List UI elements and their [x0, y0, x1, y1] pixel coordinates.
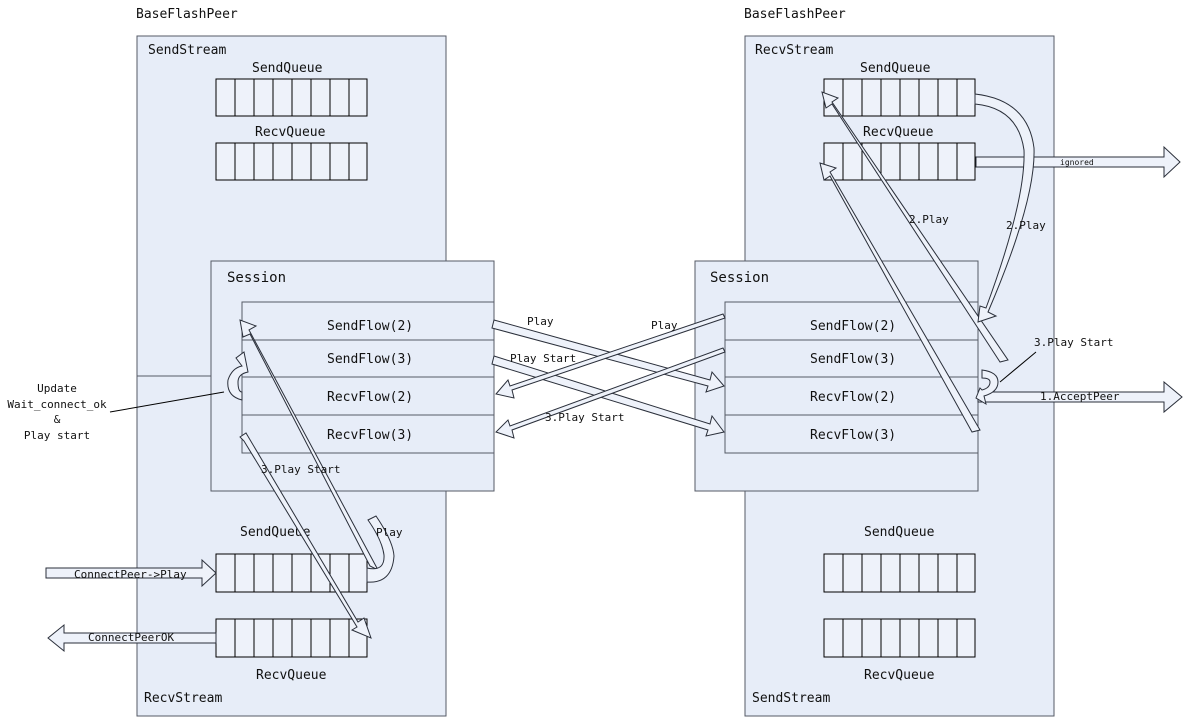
right-play-start-label: 3.Play Start	[1034, 336, 1113, 349]
left-top-stream-label: SendStream	[148, 43, 226, 58]
left-session-label: Session	[227, 270, 286, 286]
right-play-start-leader	[999, 351, 1037, 383]
right-flow-recvflow2: RecvFlow(2)	[810, 390, 896, 405]
left-top-recvqueue	[215, 142, 368, 181]
update-note-line3: &	[54, 413, 61, 426]
update-note-line1: Update	[37, 382, 77, 395]
right-flow-table	[724, 301, 979, 454]
right-play-label-2: 2.Play	[1006, 219, 1046, 232]
right-play-label-1: 2.Play	[909, 213, 949, 226]
left-play-curve	[366, 515, 395, 583]
left-top-sendqueue-label: SendQueue	[252, 61, 323, 76]
cross-play-label-2: Play	[651, 319, 678, 332]
left-flow-recvflow3: RecvFlow(3)	[327, 428, 413, 443]
right-bottom-recvqueue	[823, 618, 976, 658]
left-play-start-label: 3.Play Start	[261, 463, 340, 476]
right-bottom-recvqueue-label: RecvQueue	[864, 668, 935, 683]
connect-peer-play-arrow	[45, 558, 217, 588]
right-bottom-sendqueue	[823, 553, 976, 593]
left-peer-title: BaseFlashPeer	[136, 7, 238, 22]
left-top-recvqueue-label: RecvQueue	[255, 125, 326, 140]
accept-peer-label: 1.AcceptPeer	[1040, 390, 1120, 403]
cross-play-start-left-arrow	[495, 347, 726, 439]
right-top-sendqueue-label: SendQueue	[860, 61, 931, 76]
left-play-start-down-arrow	[239, 432, 372, 639]
right-top-recvqueue	[823, 142, 976, 181]
left-bottom-recvqueue	[215, 618, 368, 658]
right-flow-recvflow3: RecvFlow(3)	[810, 428, 896, 443]
right-bottom-stream-label: SendStream	[752, 691, 830, 706]
left-play-diagonal-arrow	[239, 319, 380, 572]
left-bottom-sendqueue-label: SendQueue	[240, 525, 311, 540]
cross-play-label-1: Play	[527, 315, 554, 328]
cross-play-left-arrow	[495, 313, 726, 399]
update-note-line2: Wait_connect_ok	[7, 398, 107, 411]
right-play-to-recvqueue-arrow	[819, 162, 981, 433]
right-flow-sendflow3: SendFlow(3)	[810, 352, 896, 367]
right-loop-arrow	[975, 369, 999, 406]
connect-peer-ok-label: ConnectPeerOK	[88, 631, 174, 644]
connect-peer-play-label: ConnectPeer->Play	[74, 568, 187, 581]
right-top-stream-label: RecvStream	[755, 43, 833, 58]
left-bottom-stream-label: RecvStream	[144, 691, 222, 706]
cross-play-start-label-2: 3.Play Start	[545, 411, 624, 424]
left-play-label: Play	[376, 526, 403, 539]
left-flow-sendflow3: SendFlow(3)	[327, 352, 413, 367]
left-flow-table	[241, 301, 495, 454]
right-bottom-sendqueue-label: SendQueue	[864, 525, 935, 540]
left-loop-arrow	[227, 351, 249, 401]
left-flow-sendflow2: SendFlow(2)	[327, 319, 413, 334]
cross-play-start-label-1: Play Start	[510, 352, 576, 365]
connect-peer-ok-arrow	[47, 623, 217, 653]
accept-peer-arrow	[977, 380, 1183, 414]
right-peer-title: BaseFlashPeer	[744, 7, 846, 22]
right-session-label: Session	[710, 270, 769, 286]
ignored-arrow	[975, 145, 1181, 179]
right-top-sendqueue	[823, 78, 976, 117]
left-bottom-sendqueue	[215, 553, 368, 593]
left-bottom-recvqueue-label: RecvQueue	[256, 668, 327, 683]
right-flow-sendflow2: SendFlow(2)	[810, 319, 896, 334]
right-top-recvqueue-label: RecvQueue	[863, 125, 934, 140]
left-flow-recvflow2: RecvFlow(2)	[327, 390, 413, 405]
update-note-line4: Play start	[24, 429, 90, 442]
ignored-label: ignored	[1060, 158, 1094, 167]
left-top-sendqueue	[215, 78, 368, 117]
update-note-leader	[109, 391, 225, 413]
right-play-curve-arrow	[974, 93, 1035, 323]
